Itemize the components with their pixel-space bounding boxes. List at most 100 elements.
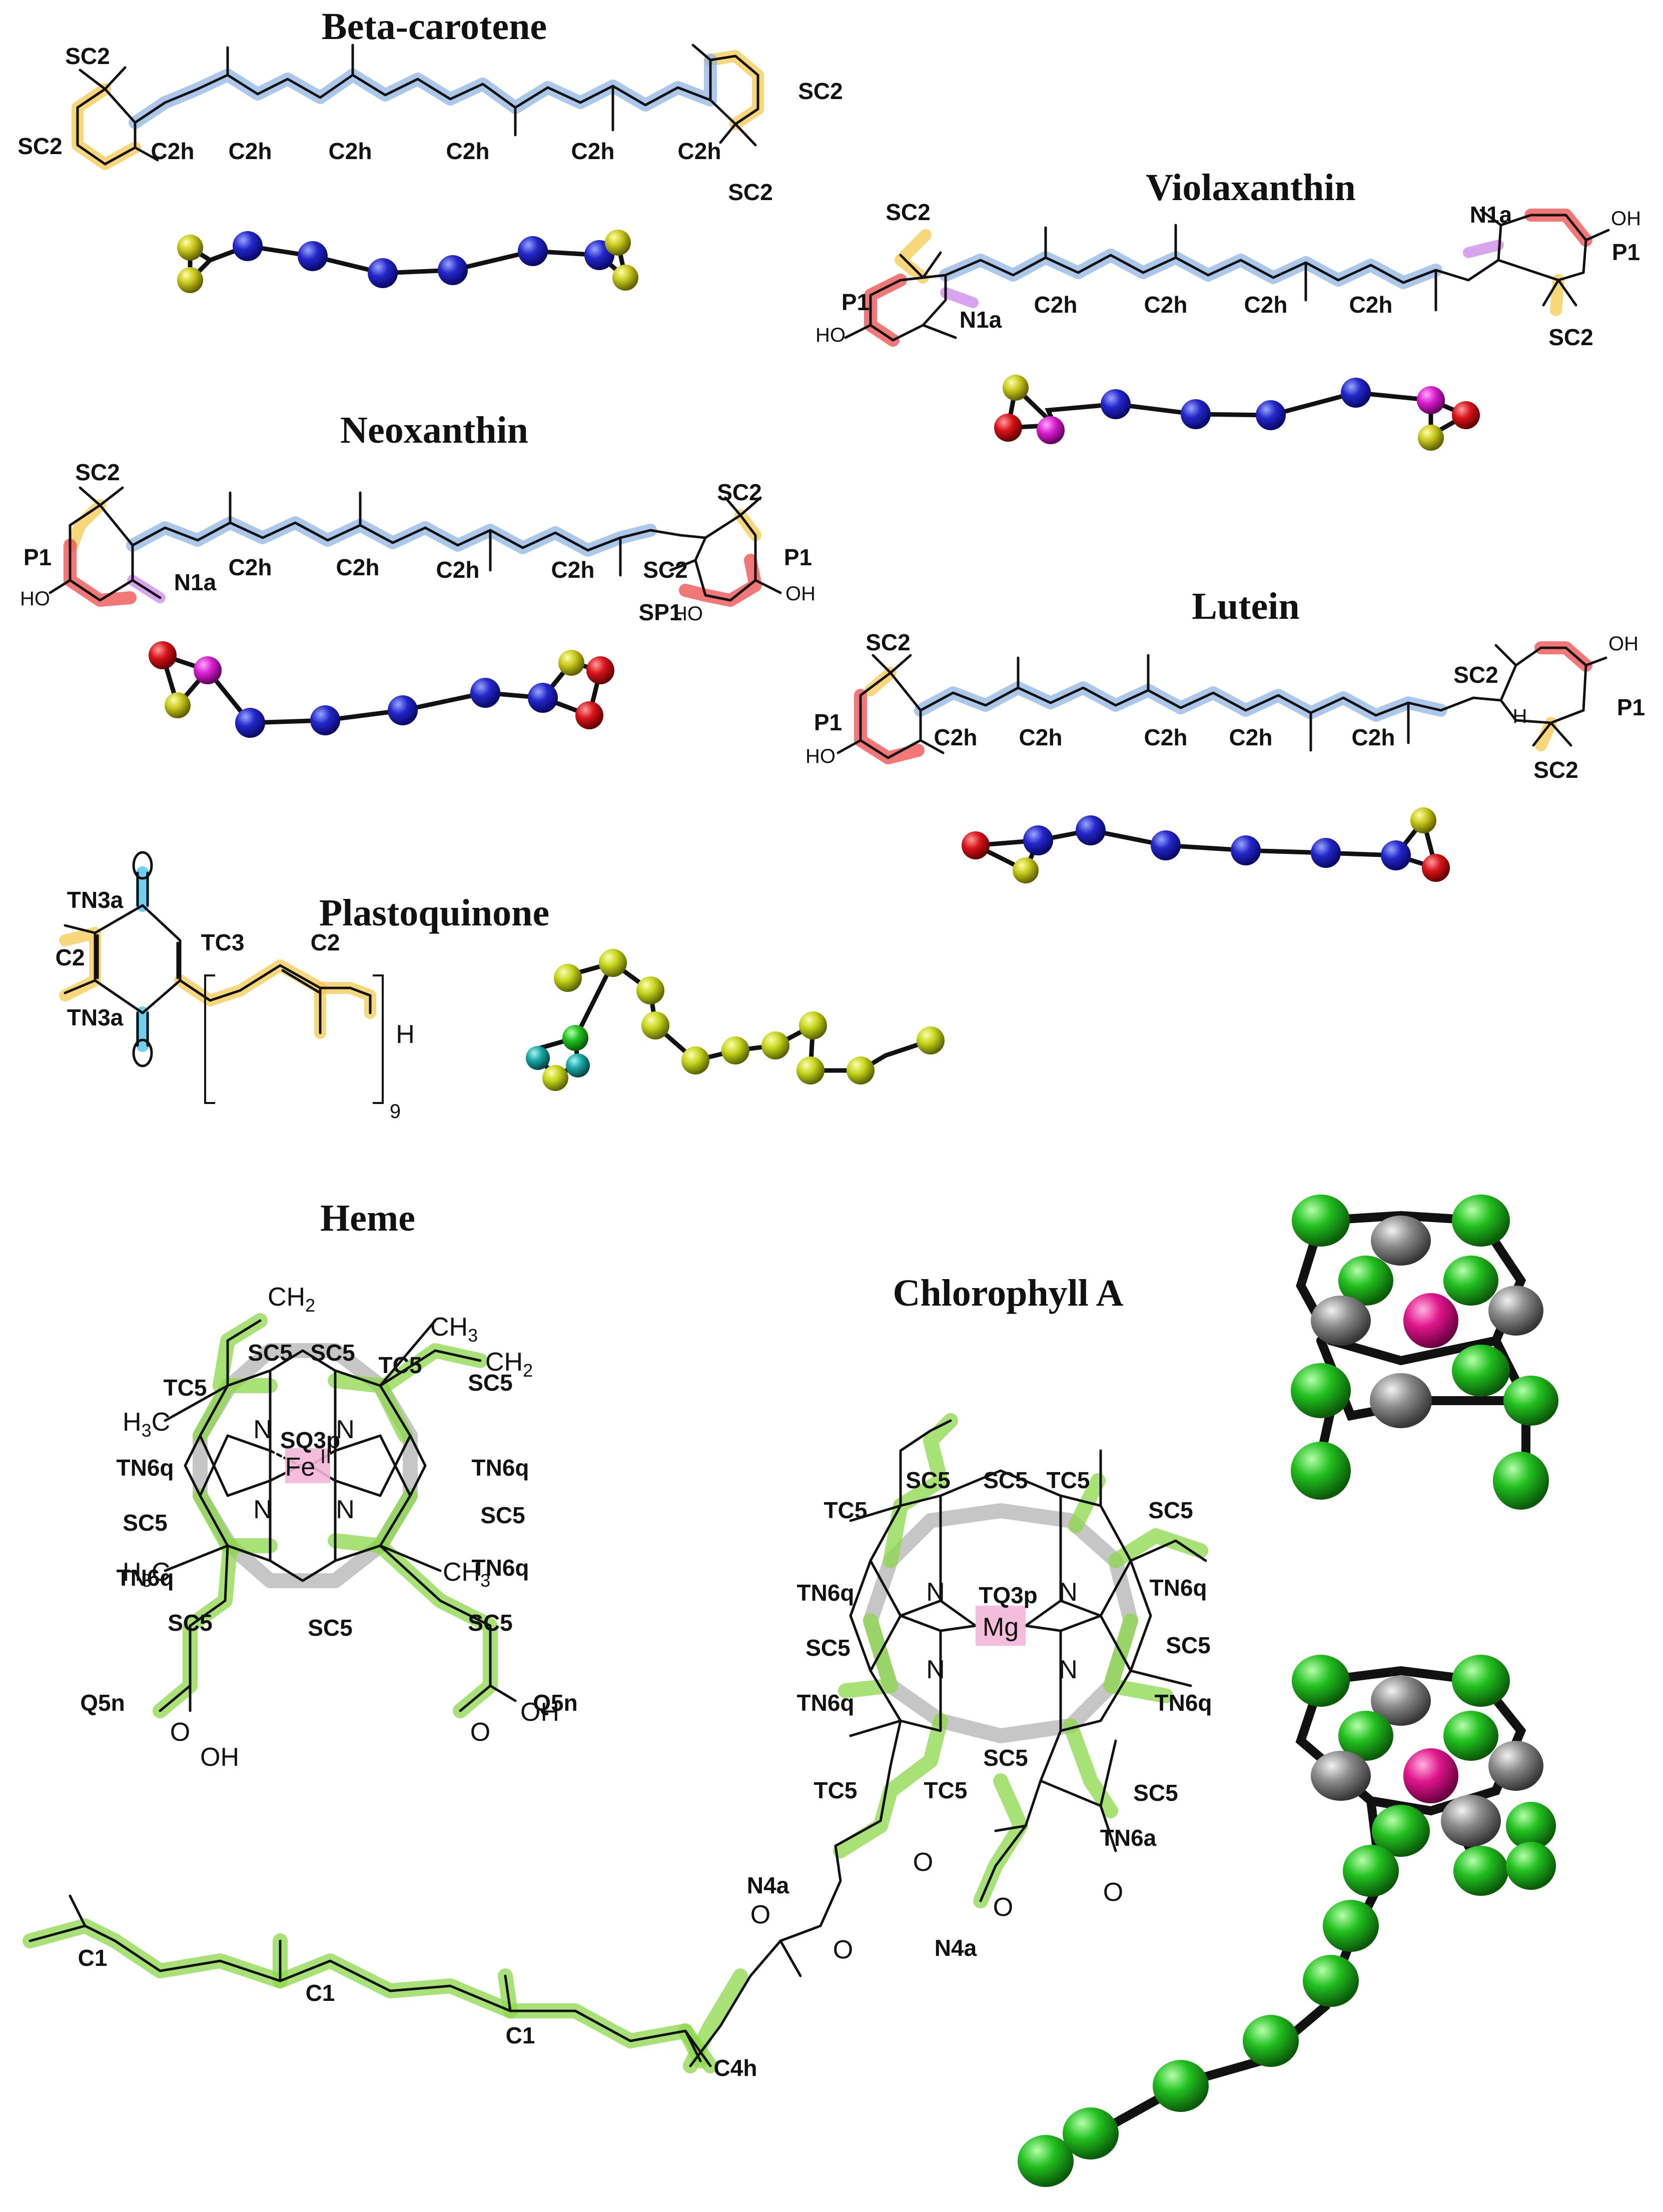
atom-oxygen: O (1103, 1878, 1123, 1907)
violaxanthin-panel: Violaxanthin SC2 P1 HO (815, 167, 1641, 451)
cg-label-c2: C2 (311, 929, 340, 955)
cg-label-tc5: TC5 (814, 1777, 858, 1803)
cg-label-tn3a: TN3a (67, 887, 124, 913)
cg-label-n1a: N1a (1470, 202, 1512, 228)
cg-bead-polyene (528, 683, 558, 713)
cg-bead-hydroxyl (575, 701, 603, 729)
methyl-group: CH3 (430, 1313, 478, 1346)
cg-bead-ring (558, 650, 584, 676)
plastoquinone-panel: Plastoquinone TN3a C2 TN3a TC3 (56, 851, 945, 1123)
cg-label-p1: P1 (24, 544, 52, 570)
cg-bead-quinone (542, 1065, 568, 1091)
cg-label-sp1: SP1 (639, 599, 682, 625)
atom-magnesium: Mg (983, 1613, 1019, 1642)
lutein-cg-model (962, 807, 1450, 883)
title-beta-carotene: Beta-carotene (322, 6, 547, 48)
cg-bead-polyene (438, 255, 468, 285)
cg-label-tc5: TC5 (924, 1777, 968, 1803)
cg-label-sc5: SC5 (906, 1467, 950, 1493)
cg-bead-ring (1410, 807, 1436, 833)
cg-label-c4h: C4h (714, 2055, 757, 2081)
cg-bead-epoxide (194, 656, 222, 684)
cg-bead-polyene (1231, 835, 1261, 865)
cg-label-sc5: SC5 (1133, 1780, 1178, 1806)
cg-bead-ring (1292, 1655, 1350, 1707)
cg-bead-polyene (1151, 830, 1181, 860)
atom-hydroxyl: HO (20, 588, 50, 610)
cg-bead-tail (721, 1036, 749, 1064)
chlorophyll-panel: Chlorophyll A (23, 1272, 1212, 2081)
cg-label-c1: C1 (506, 2022, 535, 2048)
cg-label-c2h: C2h (1034, 292, 1078, 318)
cg-bead-polyene (518, 236, 548, 266)
cg-label-sc5: SC5 (983, 1467, 1028, 1493)
cg-bead-tail (1153, 2060, 1209, 2112)
atom-nitrogen: N (253, 1495, 272, 1524)
title-violaxanthin: Violaxanthin (1146, 167, 1356, 209)
cg-label-tq3p: TQ3p (979, 1582, 1038, 1608)
cg-bead-ring (612, 265, 638, 291)
title-lutein: Lutein (1192, 585, 1299, 627)
cg-bead-hydroxyl (149, 641, 177, 669)
cg-bead-ring (1452, 1195, 1510, 1247)
cg-label-sc2: SC2 (886, 199, 930, 225)
cg-bead-ring (1443, 1711, 1498, 1761)
cg-bead-epoxide (1037, 416, 1065, 444)
atom-hydroxyl: OH (785, 583, 815, 605)
cg-label-sc5: SC5 (1166, 1632, 1210, 1658)
cg-bead-tail (1243, 2015, 1299, 2067)
cg-bead-polyene (388, 695, 418, 725)
atom-hydroxyl: OH (520, 1698, 559, 1727)
cg-bead-tail (1063, 2107, 1119, 2159)
cg-bead-polyene (235, 708, 265, 738)
cg-label-q5n: Q5n (80, 1690, 125, 1716)
cg-label-c2h: C2h (229, 554, 272, 580)
atom-oxygen: O (170, 1718, 190, 1747)
cg-bead-hydroxyl (586, 656, 614, 684)
cg-label-n4a: N4a (935, 1935, 977, 1961)
cg-label-n4a: N4a (747, 1872, 789, 1898)
cg-label-tn6q: TN6q (472, 1455, 529, 1481)
cg-label-c2h: C2h (934, 724, 978, 750)
cg-label-sc2: SC2 (866, 629, 910, 655)
atom-oxygen: O (913, 1848, 933, 1877)
atom-nitrogen: N (1059, 1655, 1078, 1684)
cg-bead-metal (1403, 1293, 1458, 1348)
atom-hydroxyl: OH (1611, 208, 1641, 230)
neoxanthin-cg-model (149, 641, 614, 738)
cg-bead-ring (1452, 1655, 1510, 1707)
cg-bead-polyene (1256, 400, 1286, 430)
cg-label-sc5: SC5 (310, 1340, 355, 1366)
cg-bead-tail (1018, 2135, 1074, 2187)
atom-hydroxyl: OH (200, 1743, 239, 1772)
cg-bead-tail (1303, 1955, 1359, 2007)
atom-oxygen: O (470, 1718, 490, 1747)
cg-bead-hydroxyl (994, 414, 1022, 442)
cg-label-c2h: C2h (1229, 724, 1273, 750)
cg-bead-polyene (1311, 838, 1341, 868)
cg-bead-tail (1323, 1900, 1379, 1952)
atom-oxygen: O (833, 1935, 853, 1964)
cg-bead-polyene (470, 678, 500, 708)
chlorophyll-structure (23, 1413, 1208, 2073)
lutein-panel: Lutein SC2 P1 HO C2h C2h C (805, 585, 1645, 883)
cg-label-sc5: SC5 (308, 1615, 352, 1641)
methyl-group: H3C (123, 1558, 170, 1591)
cg-bead-ring (1371, 1676, 1431, 1726)
cg-label-sc5: SC5 (468, 1370, 512, 1396)
cg-label-sc5: SC5 (468, 1610, 512, 1636)
cg-bead-tail (599, 949, 627, 977)
vinyl-group: CH2 (268, 1283, 315, 1316)
cg-bead-ring (1493, 1452, 1549, 1510)
atom-nitrogen: N (1059, 1578, 1078, 1607)
beta-carotene-structure (72, 44, 764, 170)
cg-bead-polyene (233, 231, 263, 261)
title-plastoquinone: Plastoquinone (319, 892, 549, 934)
cg-label-tc5: TC5 (164, 1375, 207, 1401)
atom-hydroxyl: OH (1608, 633, 1638, 655)
cg-label-sc2: SC2 (717, 479, 761, 505)
cg-bead-ring (1453, 1846, 1508, 1896)
cg-label-c2h: C2h (1352, 724, 1395, 750)
cg-bead-polyene (1381, 840, 1411, 870)
